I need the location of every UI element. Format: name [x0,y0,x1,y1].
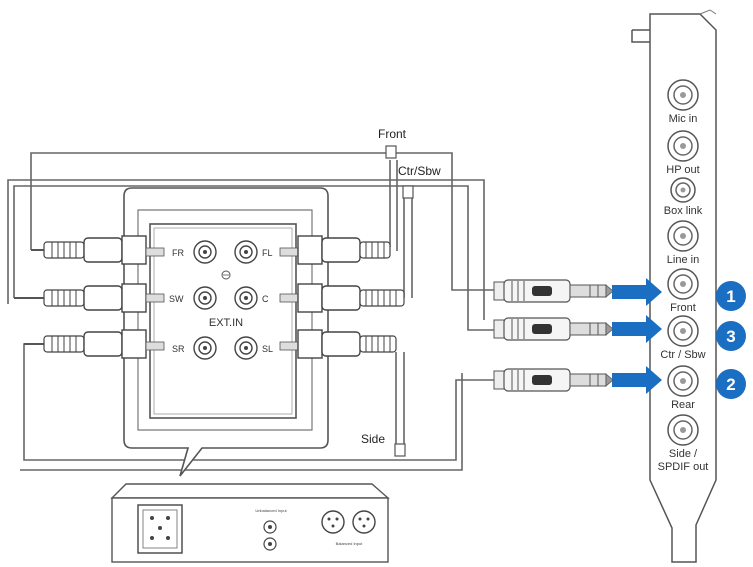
junction-side [394,443,406,457]
card-port-hp-out[interactable] [667,130,699,162]
device-jack-2[interactable] [263,537,277,551]
jack-label-fl: FL [262,248,273,258]
card-port-box-link[interactable] [670,177,696,203]
card-port-rear[interactable] [667,365,699,397]
ground-screw-icon [221,270,231,280]
arrow-icon-rear [612,366,662,394]
cable-label-front: Front [378,127,407,141]
device-xlr-right[interactable] [352,510,376,534]
device-xlr-left[interactable] [321,510,345,534]
port-label-line-in: Line in [667,254,699,266]
card-port-ctr-sbw[interactable] [667,315,699,347]
port-label-mic-in: Mic in [669,113,698,125]
jack-fl[interactable] [234,240,258,264]
device-label-unbalanced: Unbalanced Input [255,508,287,513]
cables [7,152,494,471]
svg-text:3: 3 [726,327,735,346]
rca-plug-sr [24,329,165,359]
card-port-side-spdif[interactable] [667,414,699,446]
card-port-mic-in[interactable] [667,79,699,111]
rca-plug-fl [279,235,391,265]
badge-ctr-sbw: 3 [716,321,746,351]
svg-text:2: 2 [726,375,735,394]
junction-ctr-sbw [402,185,414,199]
card-port-front[interactable] [667,268,699,300]
port-label-box-link: Box link [664,205,703,217]
mini-plug-ctr-sbw [493,317,614,341]
jack-sl[interactable] [234,336,258,360]
jack-label-c: C [262,294,269,304]
badge-rear: 2 [716,369,746,399]
rca-plug-sl [279,329,397,359]
device-jack-1[interactable] [263,520,277,534]
card-port-line-in[interactable] [667,220,699,252]
rca-plug-sw [14,283,165,313]
port-label-spdif-out: SPDIF out [658,461,709,473]
jack-label-sl: SL [262,344,273,354]
port-label-rear: Rear [671,399,695,411]
arrow-icon-front [612,278,662,306]
junction-front [385,145,397,159]
jack-label-sw: SW [169,294,184,304]
external-device [110,483,390,563]
jack-sw[interactable] [193,286,217,310]
ext-in-label: EXT.IN [209,317,243,329]
mini-plug-rear [493,368,614,392]
jack-c[interactable] [234,286,258,310]
port-label-front: Front [670,302,696,314]
arrow-icon-ctr-sbw [612,315,662,343]
port-label-hp-out: HP out [666,164,699,176]
cable-label-side: Side [361,432,385,446]
mini-plug-front [493,279,614,303]
port-label-side: Side / [669,448,698,460]
svg-text:1: 1 [726,287,735,306]
device-label-balanced: Balanced Input [336,541,364,546]
rca-plug-c [279,283,405,313]
jack-sr[interactable] [193,336,217,360]
cable-label-ctr-sbw: Ctr/Sbw [398,164,441,178]
jack-label-fr: FR [172,248,184,258]
badge-front: 1 [716,281,746,311]
port-label-ctr-sbw: Ctr / Sbw [660,349,705,361]
jack-label-sr: SR [172,344,185,354]
speaker-box [123,187,329,477]
rca-plug-fr [31,235,165,265]
jack-fr[interactable] [193,240,217,264]
